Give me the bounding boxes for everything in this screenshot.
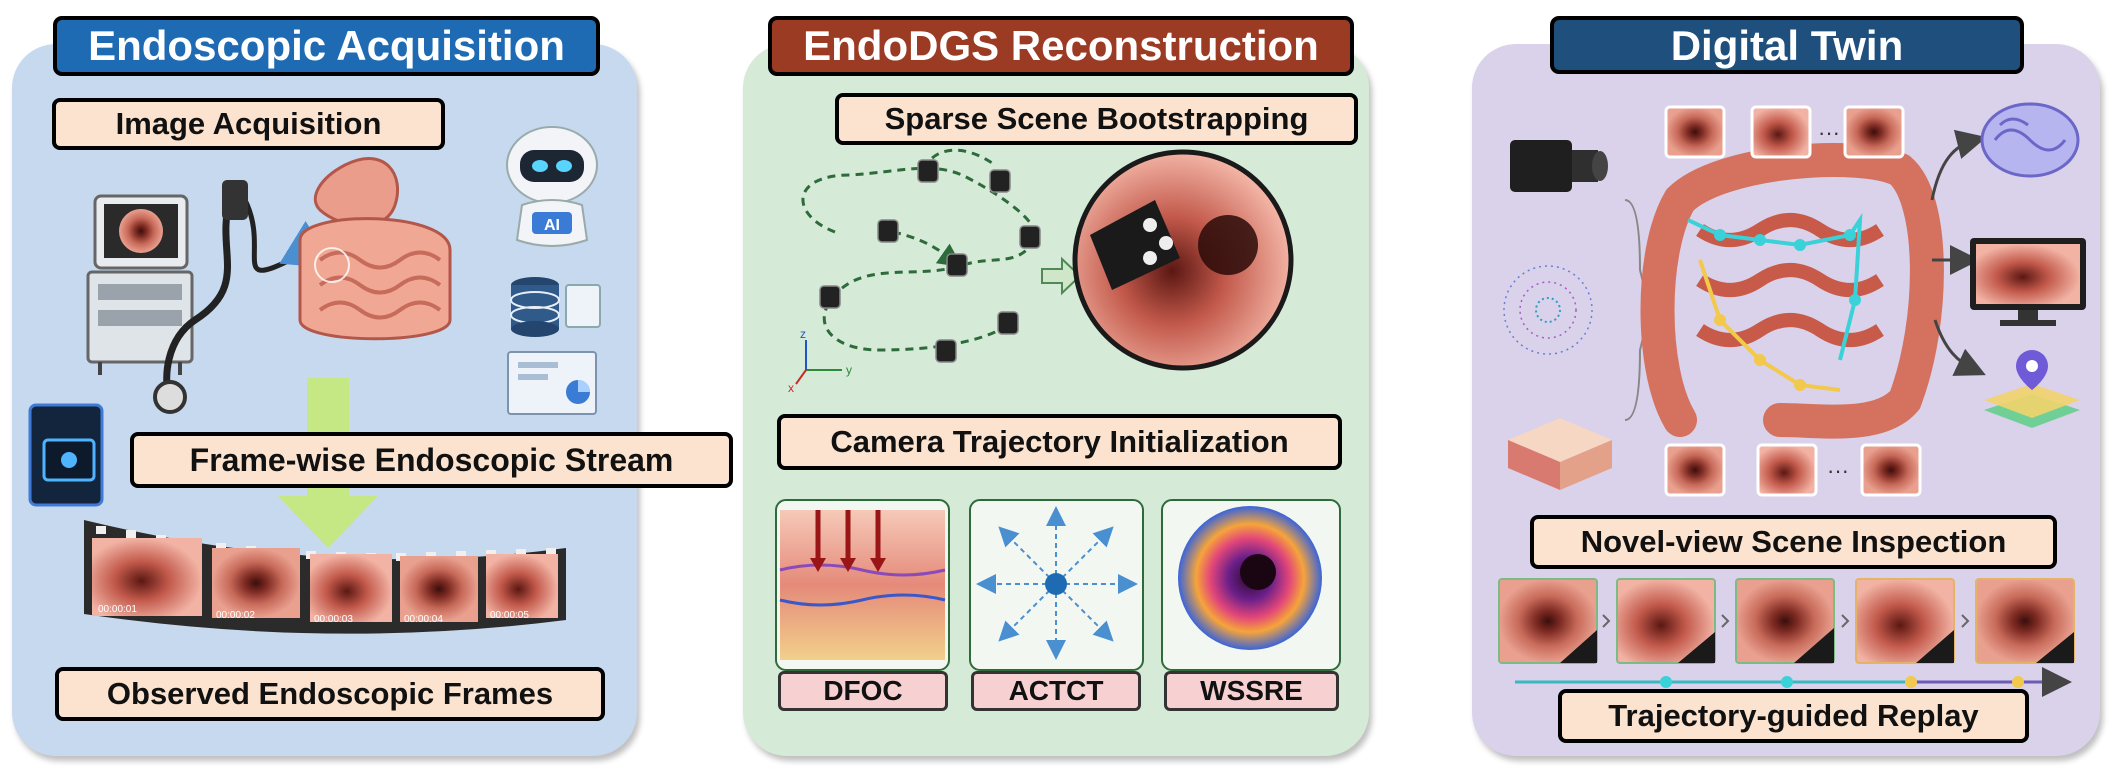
wssre-illustration	[1161, 499, 1341, 671]
endoscopic-view-circle	[1072, 149, 1294, 371]
reconstruction-title: EndoDGS Reconstruction	[768, 16, 1354, 76]
y-axis-label: y	[846, 363, 852, 377]
replay-timeline	[1515, 667, 2072, 697]
colon-model	[1640, 143, 1944, 439]
wssre-module-label: WSSRE	[1164, 671, 1339, 711]
trajectory-replay-label: Trajectory-guided Replay	[1558, 689, 2029, 743]
to-map-arrow	[1933, 319, 1986, 376]
endoscopy-tower-icon	[86, 194, 194, 375]
timestamp-1: 00:00:01	[98, 604, 137, 615]
endoscopic-stream-label: Frame-wise Endoscopic Stream	[130, 432, 733, 488]
digestive-tract-icon	[298, 157, 452, 341]
trajectory-initialization-label: Camera Trajectory Initialization	[777, 414, 1342, 470]
dfoc-module-label: DFOC	[778, 671, 948, 711]
dfoc-illustration	[775, 499, 950, 671]
to-brain-arrow	[1930, 129, 1987, 201]
ai-chip-icon	[28, 403, 104, 507]
brain-icon	[1980, 102, 2080, 178]
replay-frames	[1498, 578, 2075, 664]
database-icon	[510, 277, 601, 337]
bottom-view-thumbnails: ···	[1664, 443, 1922, 497]
camera-trajectory: y z x	[788, 148, 1041, 395]
top-ellipsis: ···	[1818, 120, 1840, 145]
point-cloud-icon	[1503, 265, 1593, 355]
observed-frames-label: Observed Endoscopic Frames	[55, 667, 605, 721]
image-acquisition-label: Image Acquisition	[52, 98, 445, 150]
timestamp-5: 00:00:05	[490, 610, 529, 621]
film-strip: 00:00:01 00:00:02 00:00:03 00:00:04 00:0…	[84, 520, 566, 634]
timestamp-3: 00:00:03	[314, 614, 353, 625]
actct-illustration	[969, 499, 1144, 671]
tissue-layers-icon	[1508, 418, 1612, 490]
novel-view-inspection-label: Novel-view Scene Inspection	[1530, 515, 2057, 569]
ai-robot-icon: AI	[506, 126, 598, 247]
sparse-bootstrapping-label: Sparse Scene Bootstrapping	[835, 93, 1358, 145]
top-view-thumbnails: ···	[1664, 105, 1905, 159]
endoscope-icon	[153, 180, 336, 414]
digital-twin-title: Digital Twin	[1550, 16, 2024, 74]
actct-module-label: ACTCT	[971, 671, 1141, 711]
z-axis-label: z	[800, 327, 806, 341]
map-pin-icon	[1984, 350, 2080, 428]
x-axis-label: x	[788, 381, 794, 395]
acquisition-title: Endoscopic Acquisition	[53, 16, 600, 76]
report-icon	[507, 351, 597, 415]
timestamp-2: 00:00:02	[216, 610, 255, 621]
camera-icon	[1510, 140, 1608, 192]
timestamp-4: 00:00:04	[404, 614, 443, 625]
right-arrow-icon	[1041, 256, 1082, 296]
ai-badge-text: AI	[544, 217, 560, 234]
monitor-icon	[1970, 238, 2086, 326]
bottom-ellipsis: ···	[1827, 458, 1849, 483]
x-axis-line	[795, 369, 807, 385]
